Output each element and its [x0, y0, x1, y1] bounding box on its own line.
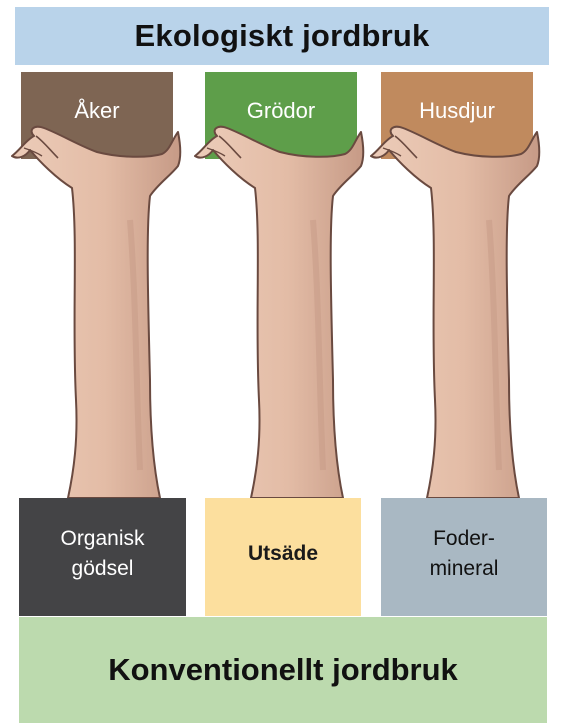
box-grodor-label: Grödor — [247, 98, 315, 124]
box-aker: Åker — [21, 72, 173, 159]
box-organisk-line2: gödsel — [72, 554, 134, 584]
box-foder-line2: mineral — [430, 554, 499, 584]
box-grodor: Grödor — [205, 72, 357, 159]
bottom-banner: Konventionellt jordbruk — [19, 617, 547, 723]
arm-middle — [195, 127, 363, 498]
box-utsade-label: Utsäde — [248, 539, 318, 569]
bottom-banner-title: Konventionellt jordbruk — [108, 652, 458, 688]
box-husdjur: Husdjur — [381, 72, 533, 159]
box-organisk-godsel: Organisk gödsel — [19, 498, 186, 616]
box-utsade: Utsäde — [205, 498, 361, 616]
box-aker-label: Åker — [74, 98, 119, 124]
arm-left — [12, 127, 180, 498]
box-husdjur-label: Husdjur — [419, 98, 495, 124]
box-foder-mineral: Foder- mineral — [381, 498, 547, 616]
arm-right — [371, 127, 539, 498]
box-organisk-line1: Organisk — [60, 524, 144, 554]
top-banner: Ekologiskt jordbruk — [15, 7, 549, 65]
box-foder-line1: Foder- — [433, 524, 495, 554]
top-banner-title: Ekologiskt jordbruk — [135, 18, 430, 54]
